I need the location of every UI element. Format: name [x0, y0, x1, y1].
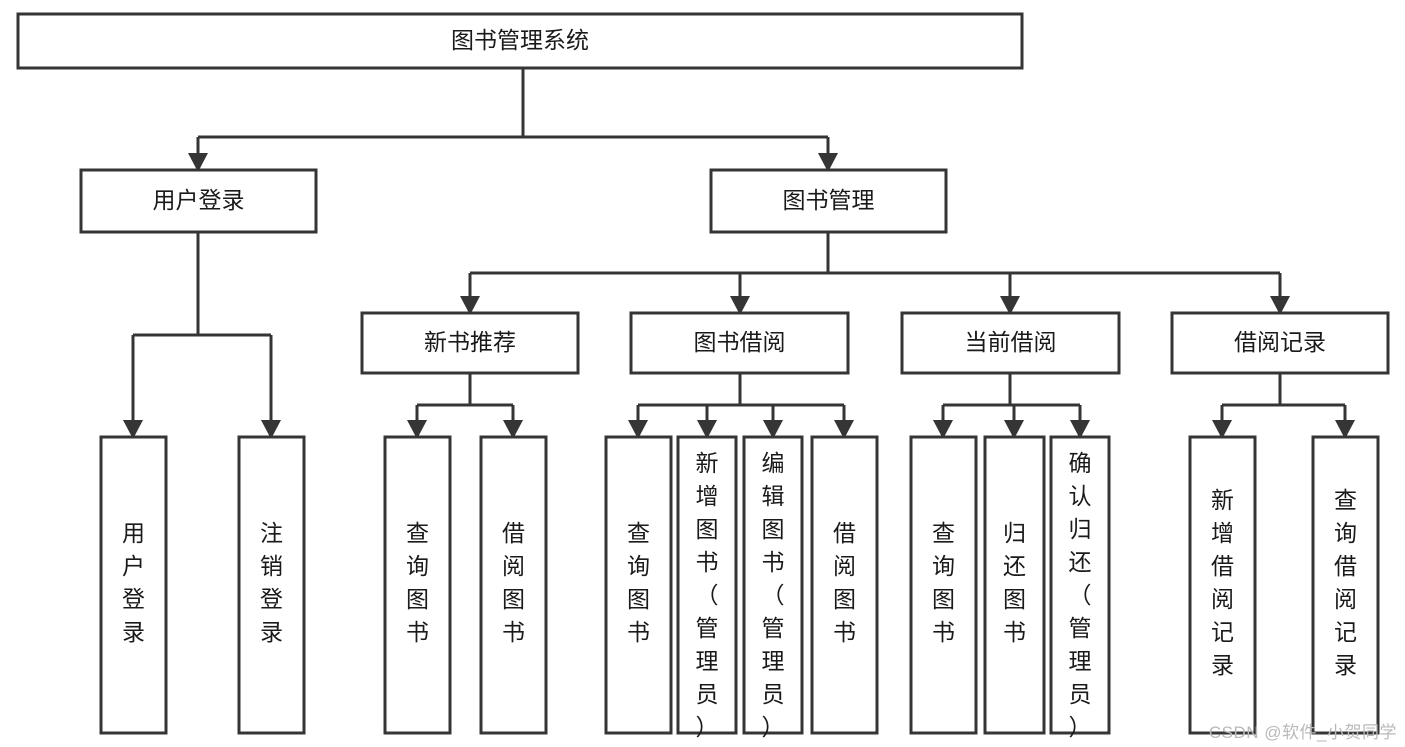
node-label-leaf-logout: 注销登录: [260, 520, 283, 645]
arrow-to-user-login: [188, 153, 208, 172]
node-leaf-query-borrow-record[interactable]: 查询借阅记录: [1311, 435, 1380, 735]
arrow-to-leaf-confirm-return-admin: [1070, 420, 1090, 439]
node-label-leaf-add-borrow-record: 新增借阅记录: [1211, 487, 1234, 678]
node-box-leaf-query-book-borrow[interactable]: [604, 435, 673, 735]
node-box-book-borrow[interactable]: [629, 311, 850, 375]
node-user-login[interactable]: 用户登录: [79, 168, 318, 234]
node-box-leaf-query-book-rec[interactable]: [383, 435, 452, 735]
arrow-to-leaf-add-borrow-record: [1212, 420, 1232, 439]
node-leaf-user-login[interactable]: 用户登录: [99, 435, 168, 735]
node-label-root: 图书管理系统: [451, 27, 589, 53]
node-book-borrow[interactable]: 图书借阅: [629, 311, 850, 375]
node-box-current-borrow[interactable]: [900, 311, 1121, 375]
arrow-to-leaf-return-book: [1004, 420, 1024, 439]
node-box-leaf-borrow-book-rec[interactable]: [479, 435, 548, 735]
node-box-user-login[interactable]: [79, 168, 318, 234]
node-box-leaf-add-book-admin[interactable]: [676, 435, 738, 735]
node-leaf-edit-book-admin[interactable]: 编辑图书（管理员）: [742, 435, 804, 740]
arrow-to-leaf-logout: [261, 420, 281, 439]
node-label-user-login: 用户登录: [153, 187, 245, 213]
node-leaf-query-book-rec[interactable]: 查询图书: [383, 435, 452, 735]
node-label-leaf-query-book-current: 查询图书: [932, 520, 955, 645]
node-leaf-add-book-admin[interactable]: 新增图书（管理员）: [676, 435, 738, 740]
node-label-leaf-edit-book-admin: 编辑图书（管理员）: [762, 450, 785, 740]
connectors-layer: [131, 68, 1347, 423]
node-leaf-add-borrow-record[interactable]: 新增借阅记录: [1188, 435, 1257, 735]
node-label-leaf-borrow-book-rec: 借阅图书: [502, 520, 525, 645]
node-label-new-book-recommend: 新书推荐: [424, 329, 516, 355]
node-label-leaf-return-book: 归还图书: [1003, 520, 1026, 645]
node-root[interactable]: 图书管理系统: [16, 12, 1024, 70]
node-current-borrow[interactable]: 当前借阅: [900, 311, 1121, 375]
node-leaf-return-book[interactable]: 归还图书: [983, 435, 1046, 735]
connector-borrowrecord-to-leaves: [1220, 373, 1347, 423]
node-box-leaf-add-borrow-record[interactable]: [1188, 435, 1257, 735]
node-box-leaf-logout[interactable]: [237, 435, 306, 735]
connector-currentborrow-to-leaves: [941, 373, 1082, 423]
node-label-leaf-borrow-book: 借阅图书: [833, 520, 856, 645]
node-label-borrow-record: 借阅记录: [1234, 329, 1326, 355]
arrow-to-book-management: [818, 153, 838, 172]
connector-newbook-to-leaves: [415, 373, 515, 423]
node-borrow-record[interactable]: 借阅记录: [1170, 311, 1390, 375]
node-label-book-management: 图书管理: [783, 187, 875, 213]
node-box-new-book-recommend[interactable]: [360, 311, 580, 375]
arrowheads-layer: [123, 153, 1355, 439]
nodes-layer: 图书管理系统用户登录图书管理新书推荐图书借阅当前借阅借阅记录用户登录注销登录查询…: [16, 12, 1390, 740]
arrow-to-book-borrow: [730, 296, 750, 315]
node-box-root[interactable]: [16, 12, 1024, 70]
node-book-management[interactable]: 图书管理: [709, 168, 948, 234]
node-box-borrow-record[interactable]: [1170, 311, 1390, 375]
arrow-to-leaf-add-book-admin: [697, 420, 717, 439]
node-label-leaf-add-book-admin: 新增图书（管理员）: [696, 450, 719, 740]
arrow-to-leaf-borrow-book: [834, 420, 854, 439]
node-box-leaf-query-borrow-record[interactable]: [1311, 435, 1380, 735]
node-label-leaf-confirm-return-admin: 确认归还（管理员）: [1069, 450, 1092, 740]
arrow-to-current-borrow: [1000, 296, 1020, 315]
arrow-to-new-book-recommend: [460, 296, 480, 315]
arrow-to-leaf-query-book-current: [933, 420, 953, 439]
connector-userlogin-to-leaves: [131, 232, 273, 423]
node-box-leaf-return-book[interactable]: [983, 435, 1046, 735]
arrow-to-leaf-user-login: [123, 420, 143, 439]
node-label-leaf-query-borrow-record: 查询借阅记录: [1334, 487, 1357, 678]
connector-bookmgmt-to-tier3: [468, 232, 1282, 299]
node-label-current-borrow: 当前借阅: [965, 329, 1057, 355]
node-box-leaf-edit-book-admin[interactable]: [742, 435, 804, 735]
node-box-leaf-borrow-book[interactable]: [810, 435, 879, 735]
node-leaf-query-book-borrow[interactable]: 查询图书: [604, 435, 673, 735]
node-label-leaf-query-book-borrow: 查询图书: [627, 520, 650, 645]
node-leaf-borrow-book-rec[interactable]: 借阅图书: [479, 435, 548, 735]
node-leaf-logout[interactable]: 注销登录: [237, 435, 306, 735]
node-label-leaf-query-book-rec: 查询图书: [406, 520, 429, 645]
arrow-to-leaf-query-book-borrow: [628, 420, 648, 439]
node-new-book-recommend[interactable]: 新书推荐: [360, 311, 580, 375]
node-leaf-borrow-book[interactable]: 借阅图书: [810, 435, 879, 735]
node-box-book-management[interactable]: [709, 168, 948, 234]
node-label-leaf-user-login: 用户登录: [122, 520, 145, 645]
arrow-to-leaf-edit-book-admin: [763, 420, 783, 439]
arrow-to-leaf-query-borrow-record: [1335, 420, 1355, 439]
csdn-watermark: CSDN @软件_小贺同学: [1208, 723, 1397, 742]
node-leaf-confirm-return-admin[interactable]: 确认归还（管理员）: [1049, 435, 1111, 740]
node-box-leaf-confirm-return-admin[interactable]: [1049, 435, 1111, 735]
connector-bookborrow-to-leaves: [636, 373, 846, 423]
connector-root-to-tier2: [196, 68, 830, 156]
arrow-to-borrow-record: [1270, 296, 1290, 315]
arrow-to-leaf-query-book-rec: [407, 420, 427, 439]
node-box-leaf-query-book-current[interactable]: [909, 435, 978, 735]
arrow-to-leaf-borrow-book-rec: [503, 420, 523, 439]
node-box-leaf-user-login[interactable]: [99, 435, 168, 735]
node-leaf-query-book-current[interactable]: 查询图书: [909, 435, 978, 735]
node-label-book-borrow: 图书借阅: [694, 329, 786, 355]
